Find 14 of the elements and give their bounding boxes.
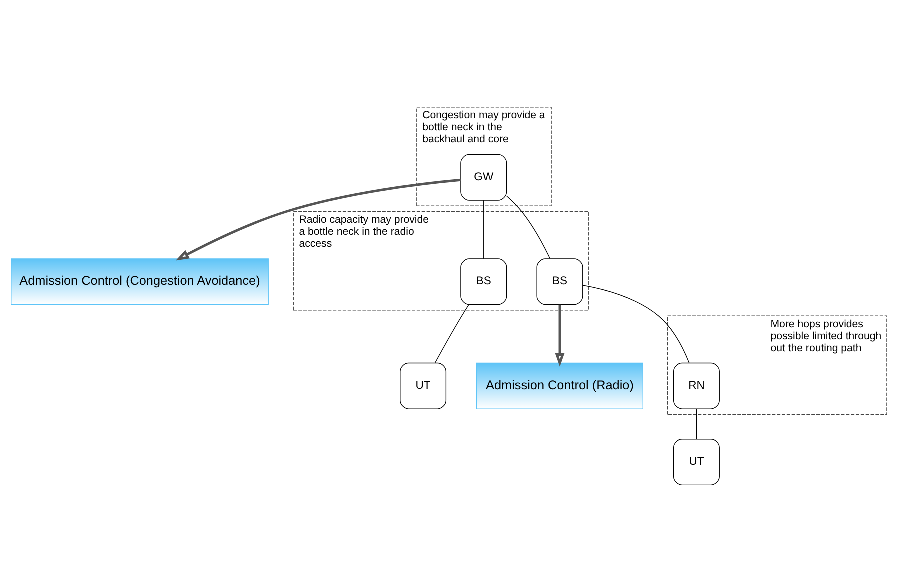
connector bbox=[506, 196, 550, 260]
node-box: GW bbox=[460, 154, 508, 201]
node-box: Admission Control (Congestion Avoidance) bbox=[11, 258, 269, 306]
arrow bbox=[555, 304, 565, 367]
node-box: UT bbox=[673, 439, 720, 486]
node-box: UT bbox=[400, 362, 447, 410]
connector bbox=[696, 408, 698, 440]
connector bbox=[434, 304, 470, 364]
arrow bbox=[176, 178, 462, 261]
node-box: Admission Control (Radio) bbox=[476, 362, 644, 410]
node-box: RN bbox=[673, 362, 720, 410]
node-box: BS bbox=[536, 258, 584, 306]
node-box: BS bbox=[460, 258, 508, 306]
connector bbox=[582, 285, 690, 364]
